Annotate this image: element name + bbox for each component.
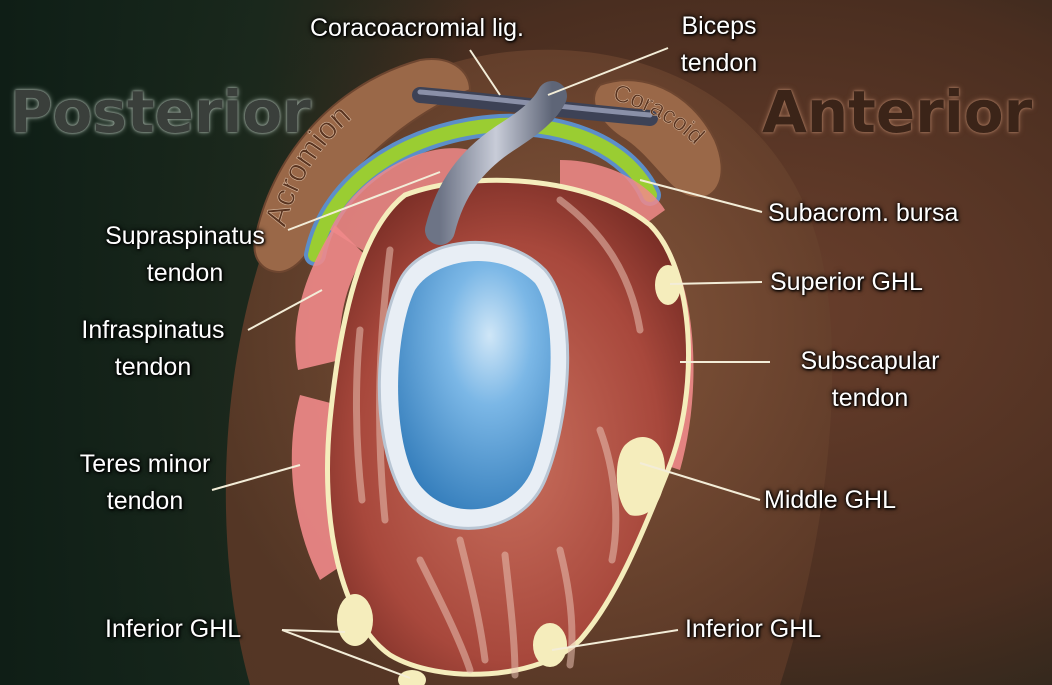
- label-subacrom-text: Subacrom. bursa: [768, 195, 958, 232]
- label-teres-minor-tendon: Teres minor tendon: [60, 446, 230, 520]
- label-subscapular-line2: tendon: [770, 380, 970, 417]
- label-biceps-line1: Biceps: [664, 8, 774, 45]
- label-superior-ghl: Superior GHL: [770, 264, 923, 301]
- label-infraspinatus-line2: tendon: [58, 349, 248, 386]
- coracoid-label-text: Coracoid: [610, 80, 709, 150]
- label-middle-ghl-text: Middle GHL: [764, 482, 896, 519]
- label-coracoacromial-text: Coracoacromial lig.: [310, 10, 524, 47]
- label-teres-line2: tendon: [60, 483, 230, 520]
- label-biceps-tendon: Biceps tendon: [664, 8, 774, 82]
- label-infraspinatus-line1: Infraspinatus: [58, 312, 248, 349]
- label-subacrom-bursa: Subacrom. bursa: [768, 195, 958, 232]
- label-supraspinatus-line2: tendon: [80, 255, 290, 292]
- label-inferior-ghl-left: Inferior GHL: [105, 611, 241, 648]
- label-superior-ghl-text: Superior GHL: [770, 264, 923, 301]
- acromion-label: Acromion: [258, 97, 357, 229]
- label-inferior-ghl-right-text: Inferior GHL: [685, 611, 821, 648]
- label-coracoacromial-lig: Coracoacromial lig.: [310, 10, 524, 47]
- coracoid-label: Coracoid: [610, 80, 709, 150]
- label-subscapular-line1: Subscapular: [770, 343, 970, 380]
- acromion-label-text: Acromion: [258, 97, 357, 229]
- label-inferior-ghl-left-text: Inferior GHL: [105, 611, 241, 648]
- label-subscapular-tendon: Subscapular tendon: [770, 343, 970, 417]
- label-supraspinatus-tendon: Supraspinatus tendon: [80, 218, 290, 292]
- label-biceps-line2: tendon: [664, 45, 774, 82]
- label-supraspinatus-line1: Supraspinatus: [80, 218, 290, 255]
- label-middle-ghl: Middle GHL: [764, 482, 896, 519]
- label-infraspinatus-tendon: Infraspinatus tendon: [58, 312, 248, 386]
- label-inferior-ghl-right: Inferior GHL: [685, 611, 821, 648]
- label-teres-line1: Teres minor: [60, 446, 230, 483]
